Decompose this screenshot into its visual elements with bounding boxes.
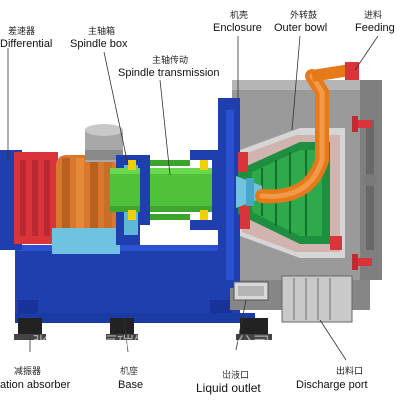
- label-vibration-absorber-en: ation absorber: [0, 379, 71, 391]
- spindle-box-top-cylinder: [85, 124, 123, 162]
- watermark-url: https://zgryj20.cn.china.cn: [68, 365, 241, 382]
- label-spindle-box: 主轴箱 Spindle box: [70, 25, 128, 50]
- label-outer-bowl-cn: 外转鼓: [290, 9, 317, 21]
- label-liquid-outlet-en: Liquid outlet: [196, 381, 261, 395]
- label-spindle-transmission-en: Spindle transmission: [118, 67, 220, 79]
- leader-lines: [7, 35, 379, 361]
- vibration-absorber-mid: [106, 318, 138, 340]
- label-base: 机座 Base: [118, 365, 143, 391]
- enclosure-flange: [218, 98, 240, 288]
- differential-drum: [56, 155, 116, 243]
- label-spindle-transmission: 主轴传动 Spindle transmission: [118, 54, 220, 79]
- label-differential-en: Differential: [0, 38, 52, 50]
- label-feeding: 进料 Feeding: [355, 9, 395, 34]
- discharge-port: [281, 275, 353, 323]
- label-feeding-en: Feeding: [355, 22, 395, 34]
- label-differential-cn: 差速器: [8, 25, 35, 37]
- label-vibration-absorber: 减振器 ation absorber: [0, 365, 71, 391]
- label-spindle-box-en: Spindle box: [70, 38, 128, 50]
- label-liquid-outlet: 出液口 Liquid outlet: [196, 369, 261, 395]
- differential-housing: [0, 150, 58, 250]
- vibration-absorber-right: [236, 318, 272, 340]
- label-differential: 差速器 Differential: [0, 25, 52, 50]
- label-enclosure: 机壳 Enclosure: [213, 9, 262, 34]
- vibration-absorber-left: [14, 318, 46, 340]
- base-frame: [15, 245, 255, 323]
- enclosure-clamps: [352, 116, 376, 270]
- label-discharge-port-en: Discharge port: [296, 379, 368, 391]
- spindle-bearing-housing: [140, 150, 222, 230]
- seal-rings: [238, 152, 342, 250]
- label-outer-bowl: 外转鼓 Outer bowl: [274, 9, 327, 34]
- feed-pipe: [255, 62, 359, 204]
- label-enclosure-cn: 机壳: [230, 9, 248, 21]
- bowl-hub: [236, 176, 262, 208]
- label-vibration-absorber-cn: 减振器: [14, 365, 41, 377]
- label-spindle-transmission-cn: 主轴传动: [152, 54, 188, 66]
- spindle-shaft: [110, 160, 220, 220]
- label-discharge-port: 出料口 Discharge port: [296, 365, 368, 391]
- label-base-en: Base: [118, 379, 143, 391]
- watermark-company: 张家港市恒瑞制药机械有限公司: [32, 334, 270, 354]
- label-enclosure-en: Enclosure: [213, 22, 262, 34]
- label-feeding-cn: 进料: [364, 9, 382, 21]
- label-spindle-box-cn: 主轴箱: [88, 25, 115, 37]
- label-base-cn: 机座: [120, 365, 138, 377]
- liquid-outlet: [233, 281, 269, 301]
- label-discharge-port-cn: 出料口: [336, 365, 363, 377]
- spindle-box-lower: [52, 228, 120, 254]
- label-liquid-outlet-cn: 出液口: [222, 369, 249, 381]
- label-outer-bowl-en: Outer bowl: [274, 22, 327, 34]
